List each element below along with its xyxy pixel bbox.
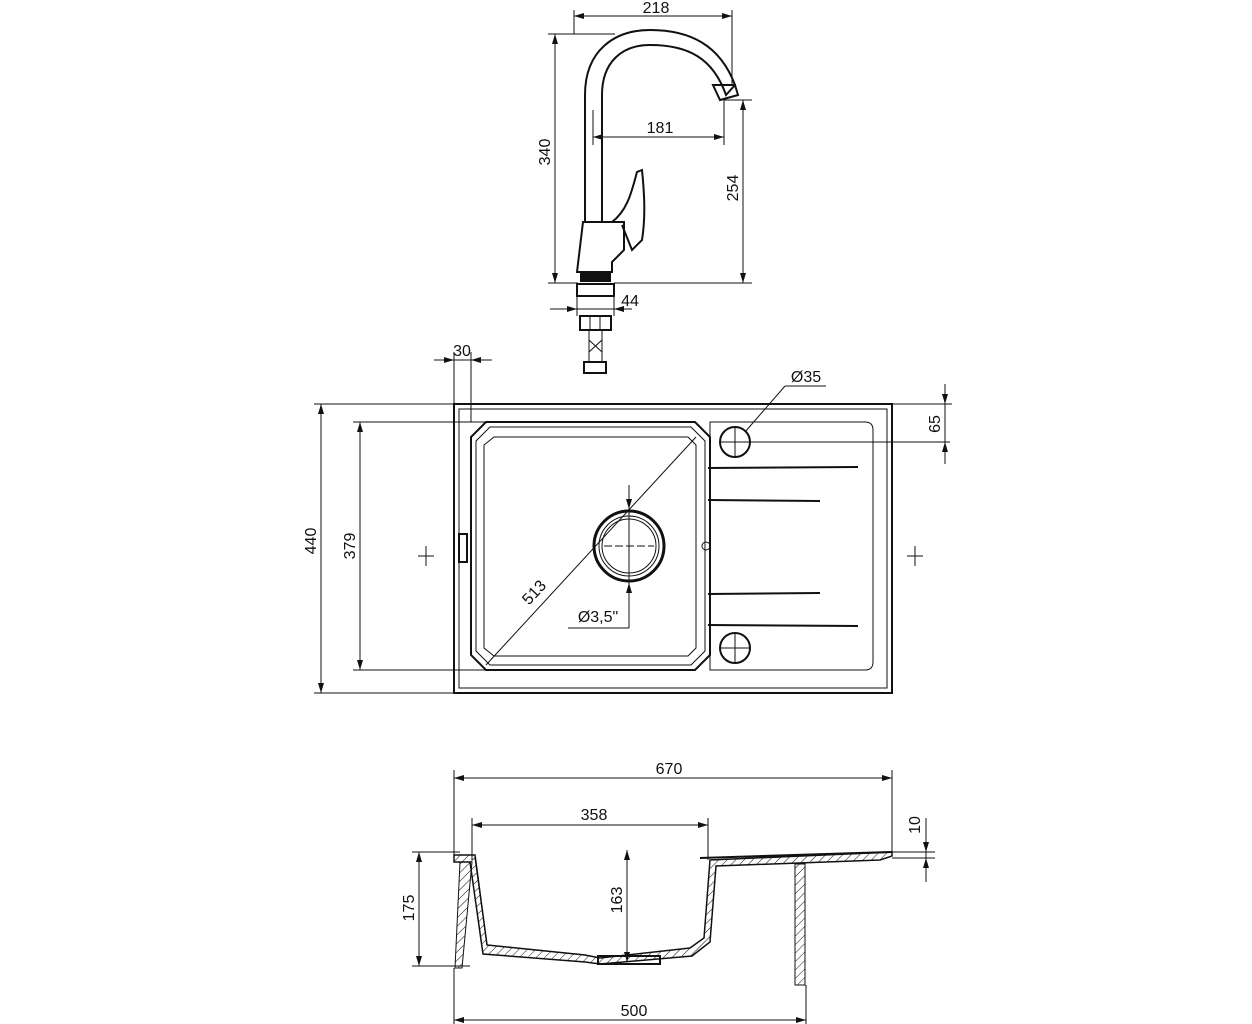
center-mark-right xyxy=(907,546,923,566)
dim-bowl-width: 358 xyxy=(471,807,709,860)
dim-rim-thickness-label: 10 xyxy=(907,816,924,834)
dim-overall-width-label: 670 xyxy=(656,761,683,778)
dim-rim-offset: 30 xyxy=(434,343,492,422)
dim-bowl-height: 163 xyxy=(609,850,630,962)
drain-section xyxy=(597,955,661,965)
dim-bowl-diagonal-label: 513 xyxy=(519,577,550,608)
dim-faucet-height: 340 xyxy=(537,33,615,284)
dim-overall-width: 670 xyxy=(453,761,893,858)
dim-tap-hole-label: Ø35 xyxy=(791,369,821,386)
dim-tap-hole-offset: 65 xyxy=(892,384,952,464)
sink-top-view: Ø3,5" Ø35 65 513 xyxy=(303,343,952,694)
faucet-lever xyxy=(611,168,646,252)
faucet-hose-fitting xyxy=(583,361,607,374)
dim-faucet-reach-label: 181 xyxy=(647,120,674,137)
drainboard-rib xyxy=(707,466,859,469)
dim-tap-hole-offset-label: 65 xyxy=(927,415,944,433)
dim-faucet-height-label: 340 xyxy=(537,139,554,166)
cabinet-wall-left xyxy=(454,861,473,969)
sink-outline xyxy=(453,403,893,694)
dim-bowl-height-label: 163 xyxy=(609,887,626,914)
bowl-outline xyxy=(470,421,711,671)
faucet-base xyxy=(576,283,615,297)
dim-bowl-depth: 379 xyxy=(342,421,486,671)
dim-rim-offset-label: 30 xyxy=(453,343,471,360)
dim-faucet-base-label: 44 xyxy=(621,293,639,310)
center-mark-left xyxy=(418,546,434,566)
dim-sink-height-label: 175 xyxy=(401,895,418,922)
faucet-mount-nut xyxy=(579,315,612,331)
dim-bowl-depth-label: 379 xyxy=(342,533,359,560)
drainboard-rib xyxy=(707,592,821,595)
drainboard-rib xyxy=(707,624,859,627)
faucet-drawing: 218 340 181 254 xyxy=(537,0,752,374)
dim-faucet-spout-height-label: 254 xyxy=(725,175,742,202)
dim-faucet-reach: 181 xyxy=(592,98,725,145)
faucet-base-nut xyxy=(580,272,611,282)
dim-bowl-width-label: 358 xyxy=(581,807,608,824)
sink-side-view: 670 358 10 175 xyxy=(401,761,935,1024)
dim-faucet-width-label: 218 xyxy=(643,0,670,17)
dim-cabinet-width: 500 xyxy=(453,968,807,1024)
faucet-aerator xyxy=(711,84,740,102)
dim-overall-depth-label: 440 xyxy=(303,528,320,555)
cabinet-wall-right xyxy=(794,863,806,986)
overflow-slot xyxy=(458,533,468,563)
dim-rim-thickness: 10 xyxy=(892,816,935,882)
dim-faucet-base: 44 xyxy=(550,293,639,316)
dim-faucet-spout-height: 254 xyxy=(614,99,752,284)
drainboard-rib xyxy=(707,499,821,502)
dim-cabinet-width-label: 500 xyxy=(621,1003,648,1020)
dim-overall-depth: 440 xyxy=(303,403,454,694)
faucet-body xyxy=(575,221,625,273)
dim-drain-label: Ø3,5" xyxy=(578,609,618,626)
dim-faucet-width: 218 xyxy=(573,0,733,86)
dim-sink-height: 175 xyxy=(401,851,470,967)
bowl-section xyxy=(453,851,893,965)
